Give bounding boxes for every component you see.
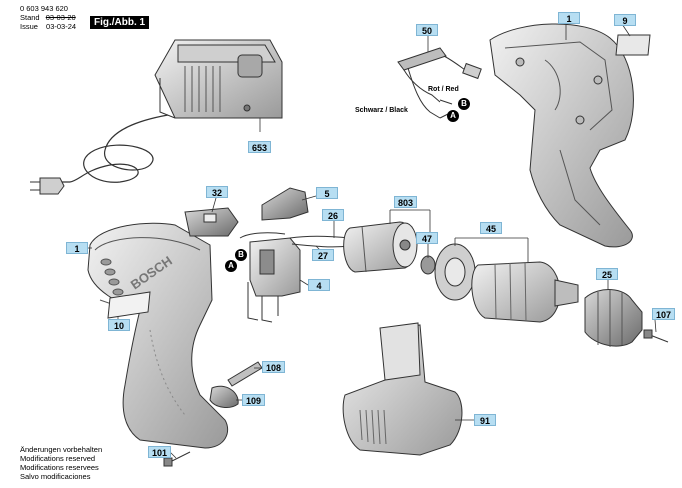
wire-label-red: Rot / Red: [428, 86, 459, 93]
callout-91: 91: [474, 414, 496, 426]
connector-marker-a-switch: A: [225, 260, 237, 272]
stand-label: Stand: [20, 13, 40, 22]
callout-27: 27: [312, 249, 334, 261]
callout-108: 108: [262, 361, 286, 373]
label-part-10: [107, 291, 151, 319]
callout-25: 25: [596, 268, 618, 280]
belt-clip-part-109: [209, 385, 239, 408]
charger-cable: [52, 114, 169, 183]
motor-part-803: [343, 221, 418, 273]
screw-part-101: [163, 451, 191, 467]
callout-109: 109: [242, 394, 266, 406]
wires-parts-26-27: [289, 235, 351, 248]
footer-disclaimer: Änderungen vorbehalten Modifications res…: [20, 445, 102, 481]
callout-9: 9: [614, 14, 636, 26]
footer-line-en: Modifications reserved: [20, 454, 96, 463]
figure-title: Fig./Abb. 1: [90, 16, 150, 29]
housing-right-half: [489, 23, 634, 248]
switch-cover-part-5: [261, 187, 309, 221]
callout-45: 45: [480, 222, 502, 234]
connector-marker-a-top: A: [447, 110, 459, 122]
callout-107: 107: [652, 308, 676, 320]
footer-line-de: Änderungen vorbehalten: [20, 445, 103, 454]
bit-part-108: [227, 361, 263, 387]
chuck-part-25: [584, 289, 643, 347]
callout-50: 50: [416, 24, 438, 36]
wire-harness-part-50: [397, 47, 482, 119]
callout-32: 32: [206, 186, 228, 198]
callout-1-housing-left: 1: [66, 242, 88, 254]
gearbox-part-45: [434, 243, 579, 323]
document-header: 0 603 943 620 Stand 03-03-20 Issue 03-03…: [20, 4, 76, 31]
callout-10: 10: [108, 319, 130, 331]
callout-1-housing-right: 1: [558, 12, 580, 24]
slider-part-32: [184, 207, 239, 237]
pinion-part-47: [420, 255, 436, 275]
housing-left-half: BOSCH: [87, 222, 229, 449]
doc-number: 0 603 943 620: [20, 4, 68, 13]
callout-47: 47: [416, 232, 438, 244]
charger-part-653: [154, 39, 283, 119]
connector-marker-b-top: B: [458, 98, 470, 110]
issue-date: 03-03-24: [46, 22, 77, 31]
callout-653: 653: [248, 141, 272, 153]
callout-5: 5: [316, 187, 338, 199]
connector-marker-b-switch: B: [235, 249, 247, 261]
wire-label-black: Schwarz / Black: [355, 107, 408, 114]
battery-part-91: [342, 322, 463, 456]
callout-4: 4: [308, 279, 330, 291]
callout-101: 101: [148, 446, 172, 458]
switch-part-4: [239, 232, 301, 323]
footer-line-es: Salvo modificaciones: [20, 472, 91, 481]
stand-date: 03-03-20: [45, 13, 76, 22]
callout-26: 26: [322, 209, 344, 221]
callout-803: 803: [394, 196, 418, 208]
screw-part-107: [643, 329, 669, 343]
footer-line-fr: Modifications reservees: [20, 463, 99, 472]
mains-plug: [30, 177, 65, 195]
issue-label: Issue: [20, 22, 38, 31]
nameplate-part-9: [615, 34, 651, 56]
